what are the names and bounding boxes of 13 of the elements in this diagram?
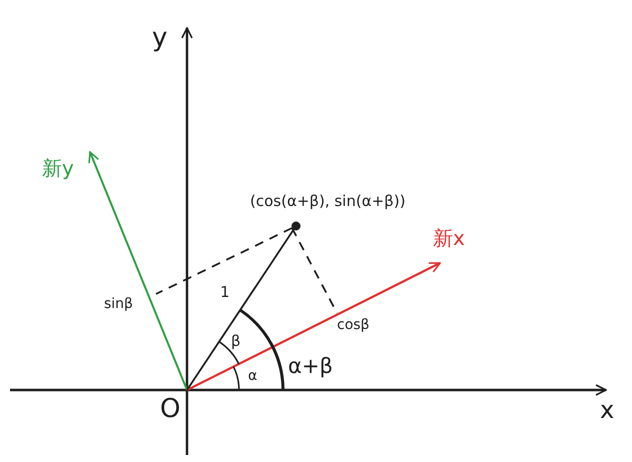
angle-label: β [231, 334, 241, 349]
length-label: sinβ [104, 297, 133, 311]
segment [186, 230, 294, 390]
axis-label: x [600, 398, 614, 422]
axis-label: y [152, 25, 168, 51]
point-label: (cos(α+β), sin(α+β)) [250, 194, 406, 209]
angle-label: α [248, 369, 258, 383]
axis-label: 新x [433, 228, 465, 248]
axis-label: 新y [42, 158, 74, 178]
origin-label: O [160, 396, 180, 422]
point-dot [292, 222, 300, 230]
angle-label: α+β [288, 356, 333, 377]
length-label: cosβ [337, 318, 370, 332]
